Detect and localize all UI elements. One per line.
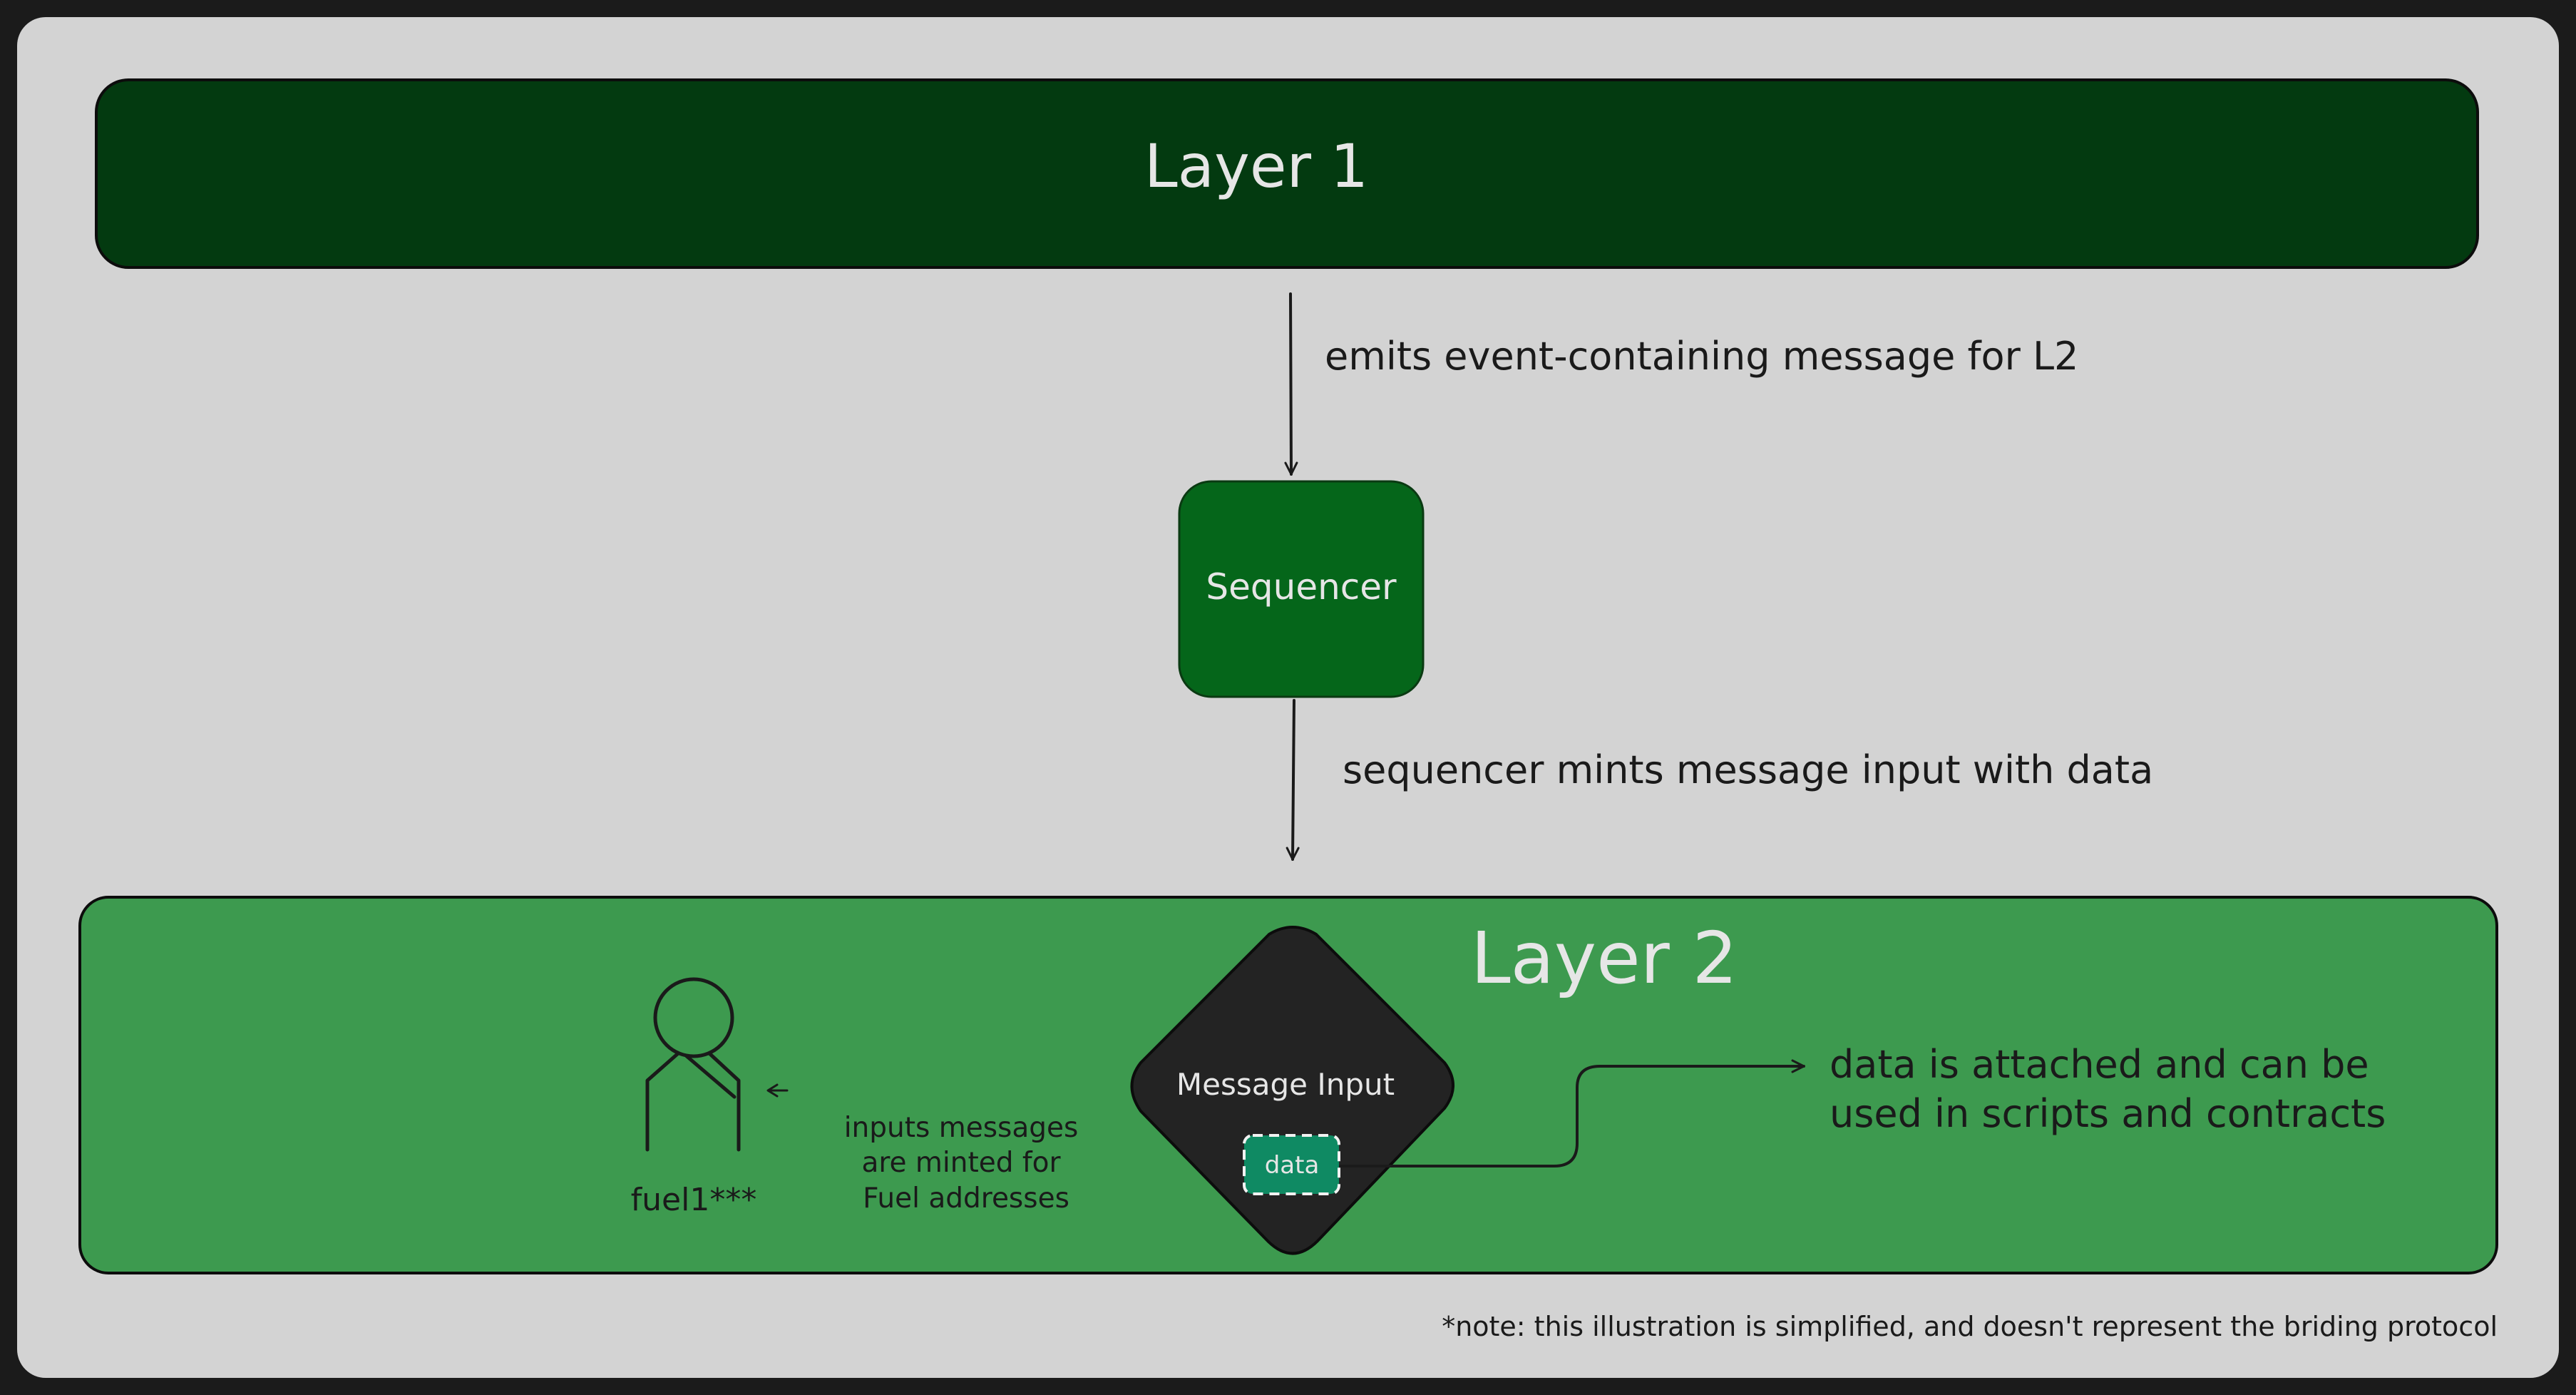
user-icon: fuel1***: [631, 977, 757, 1218]
sequencer-node: Sequencer: [1178, 480, 1425, 698]
arrow-data-to-note: [1339, 1059, 1805, 1167]
message-input-node: Message Input data: [1130, 926, 1454, 1255]
sequencer-label: Sequencer: [1206, 566, 1397, 608]
user-label: fuel1***: [631, 1182, 757, 1218]
edge-sequencer-to-l2: sequencer mints message input with data: [1286, 699, 2153, 861]
edge-l1-to-sequencer: emits event-containing message for L2: [1284, 292, 2078, 476]
layer1-box: [95, 78, 2479, 269]
arrow-sequencer-to-l2: [1286, 699, 1300, 861]
footnote: *note: this illustration is simplified, …: [1442, 1311, 2498, 1342]
user-note-line-2: are minted for: [861, 1147, 1061, 1179]
layer1-label: Layer 1: [1144, 131, 1368, 201]
data-note-line-1: data is attached and can be: [1830, 1042, 2369, 1087]
sequencer-box: [1178, 480, 1425, 698]
message-input-diamond: [1130, 926, 1454, 1255]
user-body: [645, 1052, 741, 1152]
small-arrow-to-user: [766, 1083, 789, 1098]
user-head: [653, 977, 734, 1058]
edge-sequencer-to-l2-label: sequencer mints message input with data: [1343, 747, 2153, 792]
data-chip-label: data: [1265, 1151, 1320, 1180]
message-input-label: Message Input: [1176, 1067, 1395, 1102]
user-note-line-3: Fuel addresses: [863, 1182, 1069, 1215]
data-note: data is attached and can be used in scri…: [1830, 1042, 2386, 1136]
user-note: inputs messages are minted for Fuel addr…: [844, 1112, 1079, 1215]
arrow-l1-to-sequencer: [1284, 292, 1298, 476]
data-chip: [1243, 1134, 1340, 1195]
edge-l1-to-sequencer-label: emits event-containing message for L2: [1325, 334, 2078, 379]
data-note-line-2: used in scripts and contracts: [1830, 1091, 2386, 1136]
user-note-line-1: inputs messages: [844, 1112, 1079, 1144]
layer1-node: Layer 1: [95, 78, 2479, 269]
layer2-label: Layer 2: [1471, 916, 1738, 1000]
